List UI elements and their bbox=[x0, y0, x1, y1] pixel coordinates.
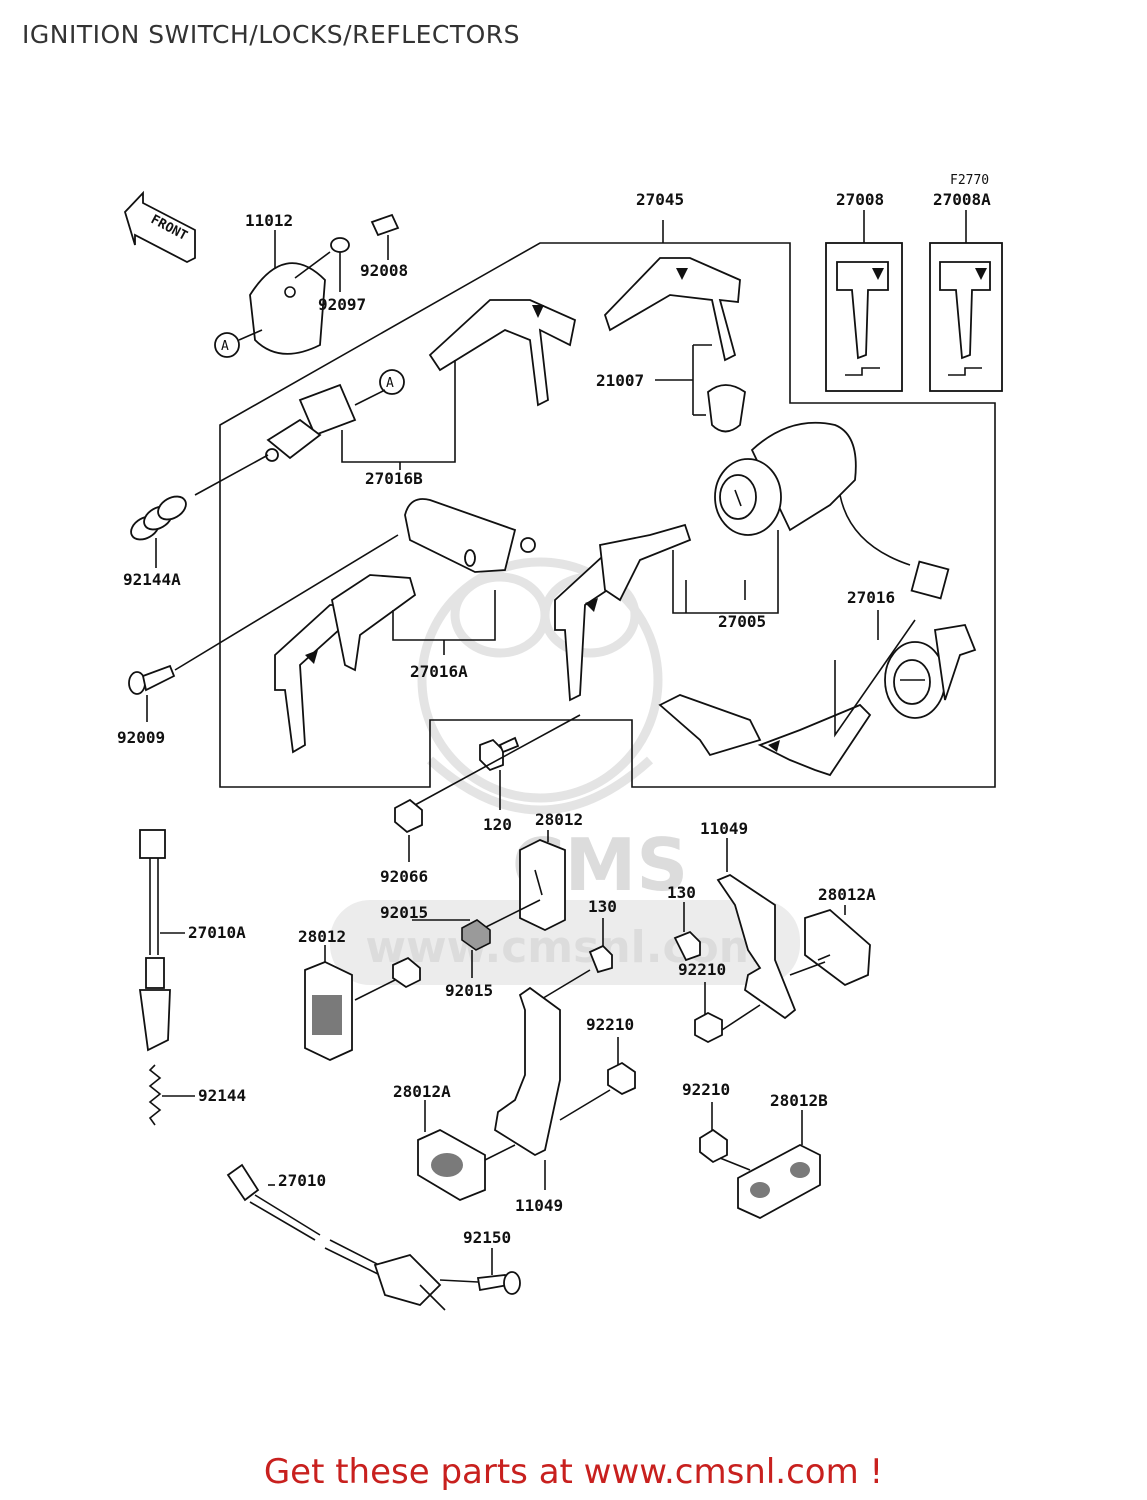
label-27010A: 27010A bbox=[188, 923, 246, 942]
switch-27010 bbox=[226, 1163, 446, 1311]
label-27010: 27010 bbox=[278, 1171, 326, 1190]
label-92210-c: 92210 bbox=[682, 1080, 730, 1099]
label-27008: 27008 bbox=[836, 190, 884, 209]
label-27016: 27016 bbox=[847, 588, 895, 607]
label-120: 120 bbox=[483, 815, 512, 834]
label-92015-bottom: 92015 bbox=[445, 981, 493, 1000]
label-27016B: 27016B bbox=[365, 469, 423, 488]
label-28012A-left: 28012A bbox=[393, 1082, 451, 1101]
label-92097: 92097 bbox=[318, 295, 366, 314]
label-27045: 27045 bbox=[636, 190, 684, 209]
label-11049-top: 11049 bbox=[700, 819, 748, 838]
seat-lock-27016 bbox=[884, 623, 977, 719]
footer-link[interactable]: Get these parts at www.cmsnl.com ! bbox=[263, 1452, 884, 1492]
label-11049-bottom: 11049 bbox=[515, 1196, 563, 1215]
key-card-27008A bbox=[929, 242, 1003, 392]
reflector-28012B bbox=[737, 1143, 821, 1220]
reflector-28012A-left bbox=[417, 1128, 486, 1202]
label-28012-left: 28012 bbox=[298, 927, 346, 946]
lock-27016A bbox=[404, 498, 536, 573]
label-92144A: 92144A bbox=[123, 570, 181, 589]
bolt-120 bbox=[479, 736, 520, 772]
ref-marker-a-1: A bbox=[214, 332, 240, 358]
lock-cylinder-27016B bbox=[265, 383, 357, 462]
reflector-28012-left bbox=[304, 961, 353, 1061]
front-direction-icon: FRONT bbox=[123, 190, 196, 264]
keys-27016A bbox=[274, 574, 417, 754]
parts-diagram: www.cmsnl.com CMS FRONT 11012 92097 9200… bbox=[117, 173, 1003, 1311]
svg-text:A: A bbox=[221, 339, 229, 354]
label-130-right: 130 bbox=[667, 883, 696, 902]
bracket-11049-top bbox=[716, 873, 797, 1020]
svg-text:A: A bbox=[386, 376, 394, 391]
label-28012A-right: 28012A bbox=[818, 885, 876, 904]
keys-27016 bbox=[658, 694, 872, 777]
label-92150: 92150 bbox=[463, 1228, 511, 1247]
label-92066: 92066 bbox=[380, 867, 428, 886]
label-92009: 92009 bbox=[117, 728, 165, 747]
page-title: IGNITION SWITCH/LOCKS/REFLECTORS bbox=[22, 20, 521, 49]
label-28012B: 28012B bbox=[770, 1091, 828, 1110]
label-21007: 21007 bbox=[596, 371, 644, 390]
key-card-27008 bbox=[825, 242, 903, 392]
label-11012: 11012 bbox=[245, 211, 293, 230]
label-92015-top: 92015 bbox=[380, 903, 428, 922]
ignition-switch-27005 bbox=[714, 421, 950, 600]
label-28012-top: 28012 bbox=[535, 810, 583, 829]
switch-27010A bbox=[138, 829, 171, 1052]
label-27016A: 27016A bbox=[410, 662, 468, 681]
reflector-28012-top bbox=[519, 839, 566, 932]
screw-92009 bbox=[128, 664, 176, 695]
label-92210-a: 92210 bbox=[678, 960, 726, 979]
label-130-left: 130 bbox=[588, 897, 617, 916]
figure-code: F2770 bbox=[950, 173, 989, 188]
keys-27005 bbox=[554, 523, 692, 702]
ref-marker-a-2: A bbox=[379, 369, 405, 395]
label-27008A: 27008A bbox=[933, 190, 991, 209]
assembly-frame bbox=[219, 242, 996, 788]
spring-92144A bbox=[130, 495, 187, 541]
label-92008: 92008 bbox=[360, 261, 408, 280]
bracket-11049-bottom bbox=[494, 986, 561, 1157]
grommet-92066 bbox=[394, 798, 423, 834]
label-27005: 27005 bbox=[718, 612, 766, 631]
key-set-27045 bbox=[428, 257, 741, 407]
spring-92144 bbox=[148, 1064, 162, 1126]
label-92144: 92144 bbox=[198, 1086, 246, 1105]
plate-11012 bbox=[249, 262, 326, 355]
label-92210-b: 92210 bbox=[586, 1015, 634, 1034]
reflector-28012A-right bbox=[804, 908, 871, 987]
screw-92150 bbox=[476, 1271, 521, 1295]
